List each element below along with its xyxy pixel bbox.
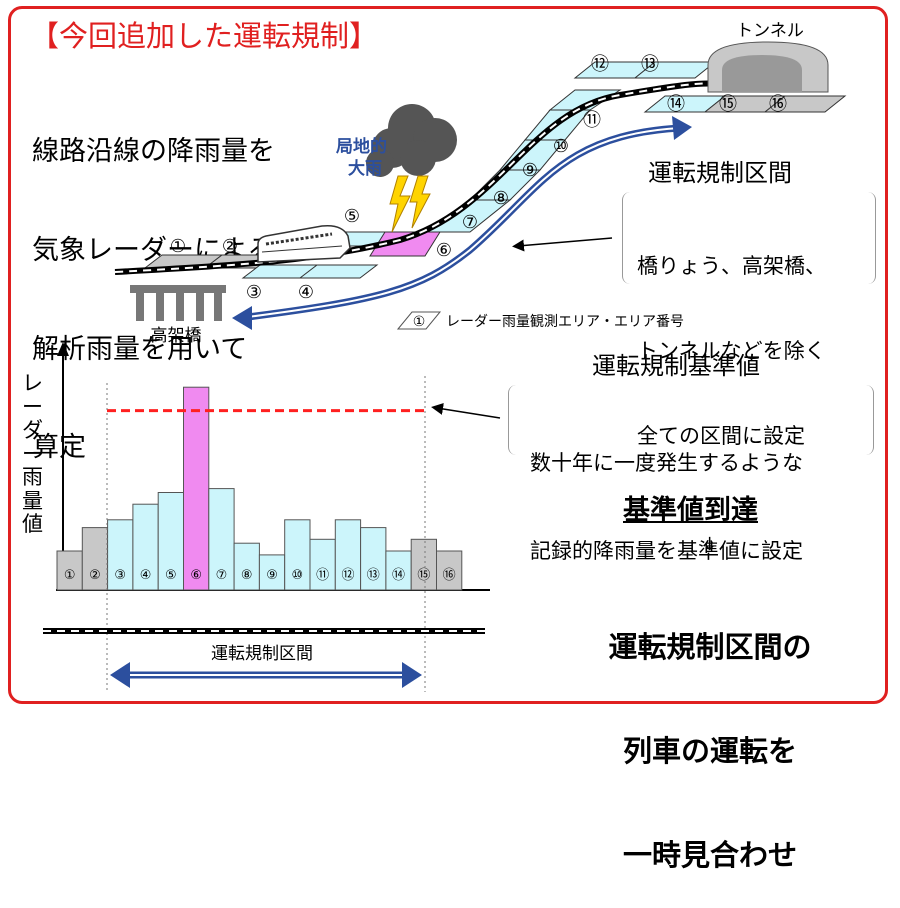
viaduct-label: 高架橋 <box>151 326 202 346</box>
section-arrow <box>232 116 692 330</box>
chart-bar-label: ⑭ <box>392 568 405 583</box>
chart-bar <box>334 519 362 591</box>
standard-note: 数十年に一度発生するような 記録的降雨量を基準値に設定 <box>530 390 803 596</box>
section-note-bracket <box>622 192 876 284</box>
area-number: ⑩ <box>553 136 569 157</box>
local-rain-label: 局地的 大雨 <box>336 136 393 179</box>
description-line: 解析雨量を用いて <box>32 333 248 365</box>
result-line: 列車の運転を <box>622 733 797 768</box>
area-number: ⑮ <box>719 94 737 115</box>
chart-bar-label: ③ <box>114 568 126 583</box>
chart-bar <box>132 503 159 591</box>
lightning-icon <box>389 175 431 233</box>
chart-bar <box>258 554 286 591</box>
local-rain-line: 大雨 <box>348 158 382 179</box>
train-icon <box>257 224 351 263</box>
area-number: ⑭ <box>667 94 685 115</box>
chart-bar <box>157 492 184 591</box>
chart-bar-label: ② <box>89 568 101 583</box>
standard-note-bracket <box>508 385 874 455</box>
chart-bar <box>309 538 336 591</box>
description-line: 線路沿線の降雨量を <box>32 135 275 167</box>
chart-bar <box>410 538 438 591</box>
outer-frame <box>8 6 888 704</box>
range-label: 運転規制区間 <box>211 644 313 664</box>
area-number: ① <box>170 236 186 257</box>
area-number: ⑦ <box>462 212 478 233</box>
chart-bar-label: ⑯ <box>443 568 456 583</box>
area-number: ⑧ <box>493 188 509 209</box>
area-number: ④ <box>298 282 314 303</box>
area-number: ③ <box>246 282 262 303</box>
chart-bar-label: ⑫ <box>341 568 354 583</box>
area-number: ⑤ <box>344 206 360 227</box>
y-axis-arrowhead <box>57 342 69 356</box>
pointer-arrow <box>431 403 501 419</box>
reach-label: 基準値到達 <box>623 495 758 526</box>
chart-bar-label: ④ <box>140 568 152 583</box>
rain-cloud-icon <box>366 104 457 177</box>
chart-y-label: レーダー雨量値 <box>22 371 43 537</box>
chart-bar-label: ⑮ <box>417 568 430 583</box>
result-line: 一時見合わせ <box>622 838 797 873</box>
chart-bar-label: ⑤ <box>165 568 177 583</box>
chart-bar-label: ⑨ <box>266 568 278 583</box>
area-number: ⑪ <box>583 110 601 131</box>
chart-bar-label: ⑦ <box>216 568 228 583</box>
section-note-line: トンネルなどを除く <box>637 338 826 363</box>
area-number: ⑨ <box>522 160 538 181</box>
chart-bar <box>208 488 235 591</box>
area-legend-number: ① <box>413 314 426 330</box>
tunnel-label: トンネル <box>736 21 804 41</box>
section-note: 橋りょう、高架橋、 トンネルなどを除く 全ての区間に設定 <box>637 195 826 478</box>
standard-note-line: 数十年に一度発生するような <box>530 450 803 475</box>
section-note-line: 全ての区間に設定 <box>637 423 805 448</box>
chart-bar <box>183 386 210 591</box>
chart-bar <box>385 550 412 591</box>
route-diagram: 高架橋 トンネル <box>43 21 847 692</box>
area-tile <box>763 95 847 113</box>
chart-bar <box>436 550 463 591</box>
chart-bar-label: ⑧ <box>241 568 253 583</box>
section-title: 運転規制区間 <box>648 159 792 187</box>
area-legend-text: レーダー雨量観測エリア・エリア番号 <box>446 313 684 330</box>
standard-title: 運転規制基準値 <box>592 352 760 380</box>
area-number: ② <box>222 236 238 257</box>
area-legend: ① レーダー雨量観測エリア・エリア番号 <box>396 311 684 330</box>
area-number: ⑬ <box>641 54 659 75</box>
railway-track-dash <box>114 82 721 273</box>
chart-bar <box>233 542 260 591</box>
result-line: 運転規制区間の <box>608 629 812 664</box>
tunnel-icon <box>707 41 829 93</box>
area-number: ⑫ <box>591 54 609 75</box>
chart-bar-label: ⑬ <box>367 568 380 583</box>
page-title: 【今回追加した運転規制】 <box>30 19 379 53</box>
chart-bar <box>81 527 109 591</box>
local-rain-line: 局地的 <box>336 136 387 157</box>
chart-bar-label: ① <box>64 568 76 583</box>
area-number: ⑥ <box>436 240 452 261</box>
viaduct-icon <box>130 285 226 321</box>
standard-note-line: 記録的降雨量を基準値に設定 <box>530 538 803 563</box>
range-arrow <box>110 662 422 688</box>
chart-bar <box>360 527 387 591</box>
chart-bar-label: ⑪ <box>316 568 329 583</box>
down-arrow-icon: ↓ <box>702 534 718 555</box>
chart-bar <box>56 550 83 591</box>
description-line: 算定 <box>32 432 86 464</box>
pointer-arrow <box>512 237 613 252</box>
area-number: ⑯ <box>769 94 787 115</box>
section-note-line: 橋りょう、高架橋、 <box>637 253 826 278</box>
chart-bar-label: ⑥ <box>190 568 202 583</box>
area-tile <box>298 264 379 279</box>
chart-bar-label: ⑩ <box>292 568 304 583</box>
result-text: 運転規制区間の 列車の運転を 一時見合わせ <box>585 560 835 908</box>
